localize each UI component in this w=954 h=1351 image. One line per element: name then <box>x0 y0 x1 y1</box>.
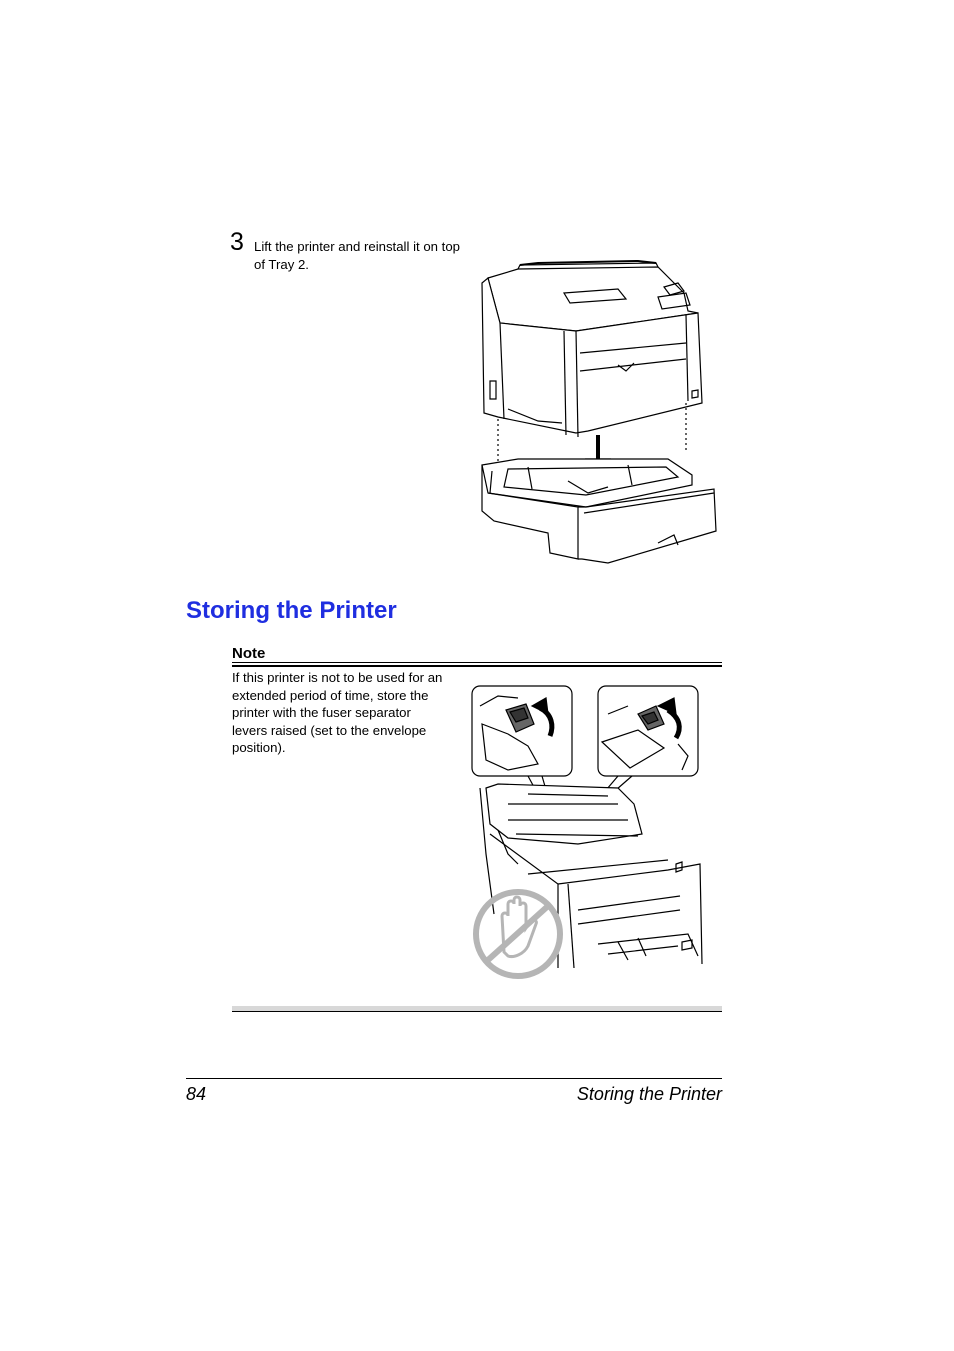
footer-divider <box>186 1078 722 1079</box>
note-divider-top <box>232 662 722 663</box>
step-number: 3 <box>230 228 244 256</box>
note-divider-bottom <box>232 1011 722 1012</box>
note-label: Note <box>232 645 266 662</box>
section-title: Storing the Printer <box>186 597 397 624</box>
step-instruction: Lift the printer and reinstall it on top… <box>254 239 460 272</box>
footer-section-title: Storing the Printer <box>576 1084 722 1104</box>
note-divider-top-thick <box>232 665 722 667</box>
note-divider-bottom-shade <box>232 1006 722 1011</box>
footer-page-number: 84 <box>186 1084 207 1104</box>
printer-tray-illustration <box>478 253 718 565</box>
note-text: If this printer is not to be used for an… <box>232 670 443 755</box>
fuser-lever-illustration <box>468 684 708 980</box>
